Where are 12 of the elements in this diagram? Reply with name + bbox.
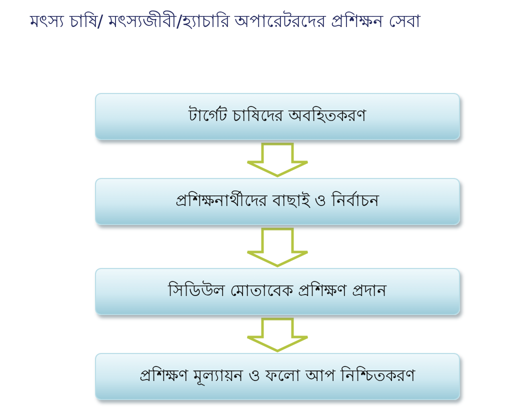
process-box — [95, 353, 460, 400]
diagram-title: মৎস্য চাষি/ মৎস্যজীবী/হ্যাচারি অপারেটরদের প্রশিক্ষন সেবা — [30, 10, 422, 34]
step-label: টার্গেট চাষিদের অবহিতকরণ — [188, 104, 367, 127]
step-label: প্রশিক্ষনার্থীদের বাছাই ও নির্বাচন — [175, 190, 380, 212]
process-box — [95, 178, 460, 225]
step-label: প্রশিক্ষণ মূল্যায়ন ও ফলো আপ নিশ্চিতকরণ — [139, 365, 416, 388]
block-arrow — [246, 228, 309, 268]
block-arrow — [246, 142, 309, 178]
block-arrow — [246, 318, 309, 352]
step-label: সিডিউল মোতাবেক প্রশিক্ষণ প্রদান — [168, 280, 388, 302]
process-box — [95, 93, 460, 140]
process-box — [95, 268, 460, 315]
